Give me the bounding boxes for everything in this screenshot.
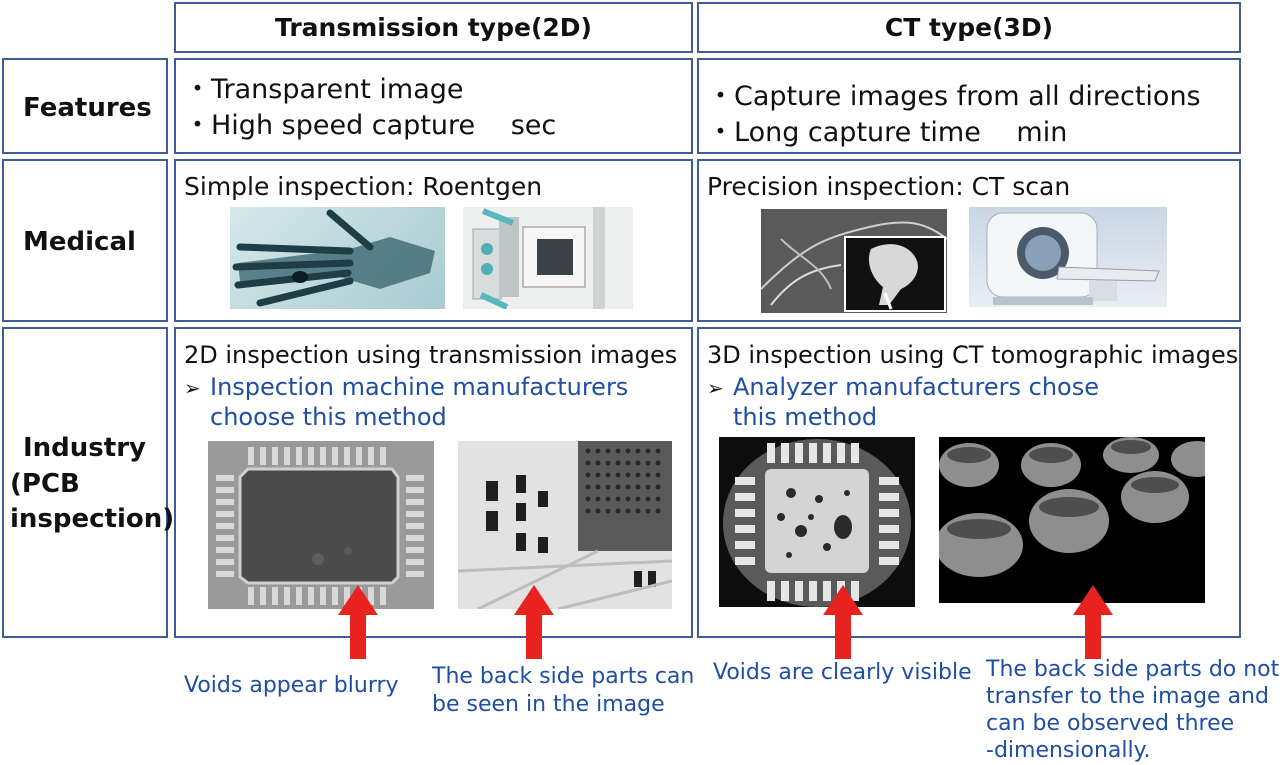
header-ct-type: CT type(3D) [697,2,1241,53]
arrow-bullet-icon: ➢ [707,376,724,400]
header-ct-label: CT type(3D) [884,13,1054,42]
industry-ct-cell: 3D inspection using CT tomographic image… [697,327,1241,659]
row-label-features-cell: Features [2,58,168,154]
backside-visible-arrow-icon [514,585,554,659]
industry-3d-title: 3D inspection using CT tomographic image… [707,341,1239,369]
industry-3d-note-2: this method [733,403,878,431]
ct-scanner-image [969,207,1167,307]
row-label-industry-2: (PCB [10,469,80,499]
feature-transparent-image: ・Transparent image [184,74,464,105]
medical-ct-cell: Precision inspection: CT scan [697,159,1241,322]
caption-backside-3d-1: The back side parts do not [986,657,1280,682]
medical-roentgen-title: Simple inspection: Roentgen [184,172,543,201]
xray-machine-image [463,207,633,309]
caption-backside-3d-2: transfer to the image and [986,684,1269,709]
row-label-industry-1: Industry [23,433,146,463]
row-label-features: Features [23,93,152,123]
solder-balls-3d-image [939,437,1205,603]
chip-2d-xray-image [208,441,434,609]
industry-2d-note-1-text: Inspection machine manufacturers [210,373,629,401]
caption-voids-blurry: Voids appear blurry [184,673,399,698]
industry-2d-note-2: choose this method [210,403,447,431]
header-transmission-type: Transmission type(2D) [174,2,693,53]
feature-high-speed: ・High speed capture sec [184,110,557,141]
header-transmission-label: Transmission type(2D) [275,13,592,42]
feature-long-capture: ・Long capture time min [707,117,1068,148]
backside-3d-arrow-icon [1073,585,1113,659]
caption-backside-3d-4: -dimensionally. [986,738,1151,763]
caption-backside-3d-3: can be observed three [986,711,1235,736]
features-transmission-cell: ・Transparent image ・High speed capture s… [174,58,693,154]
industry-3d-note-1-text: Analyzer manufacturers chose [733,373,1100,401]
industry-2d-note-1: ➢ Inspection machine manufacturers [184,371,628,404]
feature-all-directions: ・Capture images from all directions [707,81,1201,112]
features-ct-cell: ・Capture images from all directions ・Lon… [697,58,1241,154]
industry-3d-note-1: ➢ Analyzer manufacturers chose [707,371,1099,404]
row-label-industry-3: inspection) [10,504,175,534]
row-label-industry-cell: Industry (PCB inspection) [2,327,174,638]
caption-backside-seen-2: be seen in the image [432,692,665,717]
arrow-bullet-icon: ➢ [184,376,201,400]
hand-xray-image [230,207,445,309]
row-label-medical-cell: Medical [2,159,168,322]
industry-2d-title: 2D inspection using transmission images [184,341,678,369]
row-label-medical: Medical [23,227,136,257]
backside-2d-xray-image [458,441,672,609]
medical-transmission-cell: Simple inspection: Roentgen [174,159,693,322]
caption-voids-visible: Voids are clearly visible [713,660,972,685]
medical-ct-title: Precision inspection: CT scan [707,172,1071,201]
void-visible-arrow-icon [823,585,863,659]
caption-backside-seen-1: The back side parts can [432,664,695,689]
ct-angiography-image [761,209,947,313]
void-blurry-arrow-icon [338,585,378,659]
industry-transmission-cell: 2D inspection using transmission images … [174,327,693,659]
chip-ct-image [719,437,915,607]
